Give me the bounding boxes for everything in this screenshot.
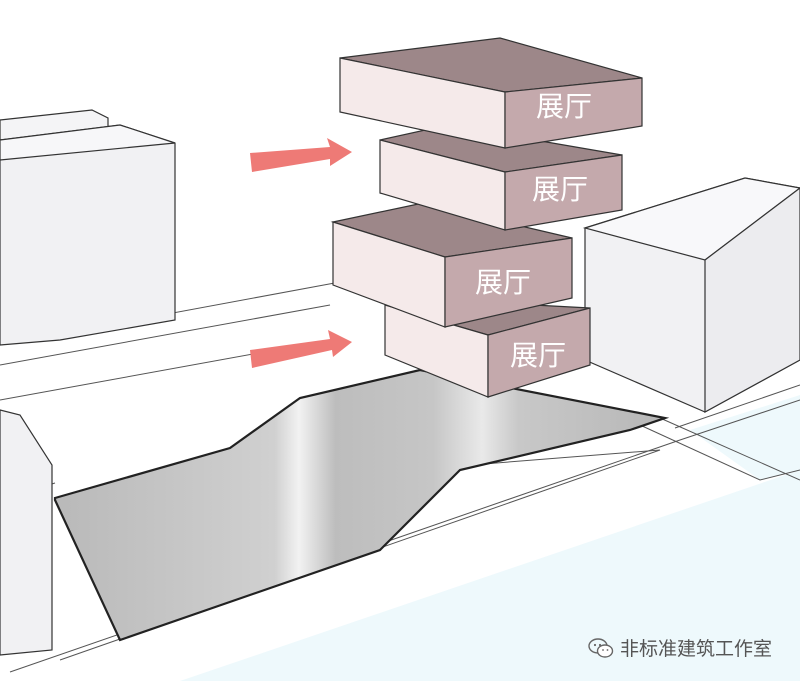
block-label-1: 展厅 (536, 90, 592, 123)
wechat-icon (588, 637, 614, 658)
building-right (582, 177, 800, 414)
building-left-front (0, 409, 53, 656)
exhibition-block-3 (330, 202, 573, 328)
water-area (180, 470, 800, 681)
watermark-text: 非标准建筑工作室 (620, 638, 773, 660)
arrow-lower (250, 330, 352, 368)
block-label-3: 展厅 (475, 266, 531, 299)
block-label-2: 展厅 (532, 173, 588, 206)
building-left-back (0, 109, 176, 346)
arrow-upper (250, 138, 352, 172)
water-area-strip (690, 395, 800, 480)
exhibition-block-2 (379, 124, 623, 231)
watermark: 非标准建筑工作室 (588, 634, 772, 661)
exhibition-block-1 (339, 37, 643, 149)
ramp-landscape (53, 368, 670, 642)
block-label-4: 展厅 (510, 339, 566, 372)
